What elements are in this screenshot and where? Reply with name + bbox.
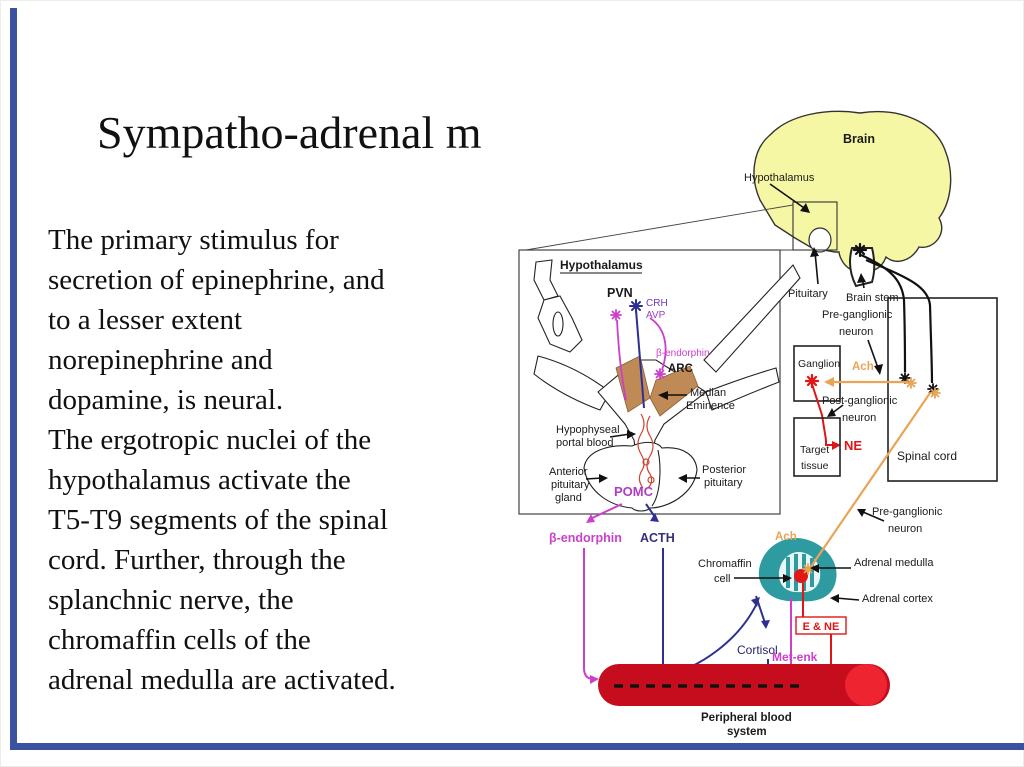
met-enk-label: Met-enk <box>772 650 818 664</box>
ganglion-synapse-star <box>804 373 820 389</box>
anterior-pituitary-arrow <box>585 474 608 483</box>
body-line: chromaffin cells of the <box>48 624 311 656</box>
body-line: adrenal medulla are activated. <box>48 664 396 696</box>
post-ganglionic-arrow <box>827 404 844 417</box>
sympatho-adrenal-diagram: Brain Hypothalamus Pituitary Brain stem … <box>518 110 998 738</box>
hypothalamus-pointer-arrow <box>769 183 810 213</box>
ach-upper-label: Ach <box>852 361 874 373</box>
pre-ganglionic-upper-label-1: Pre-ganglionic <box>822 309 893 321</box>
anterior-pituitary-label-3: gland <box>555 492 582 504</box>
brain-stem-label: Brain stem <box>846 292 899 304</box>
body-line: dopamine, is neural. <box>48 384 284 416</box>
anterior-pituitary-label-2: pituitary <box>551 479 590 491</box>
pre-ganglionic-lower-label-1: Pre-ganglionic <box>872 506 943 518</box>
body-line: The ergotropic nuclei of the <box>48 424 372 456</box>
brain-label: Brain <box>843 132 875 146</box>
adrenal-synapse-star <box>802 563 814 575</box>
posterior-pituitary-arrow <box>678 474 700 483</box>
post-ganglionic-red-line <box>811 383 841 450</box>
peripheral-blood-label-2: system <box>727 726 767 738</box>
spinal-cord-box <box>887 297 998 482</box>
pre-ganglionic-lower-label-2: neuron <box>888 523 922 535</box>
median-eminence-label-1: Median <box>690 387 726 399</box>
beta-endorphin-pathway <box>583 503 623 684</box>
arc-label: ARC <box>668 363 693 375</box>
post-ganglionic-label-2: neuron <box>842 412 876 424</box>
ne-label: NE <box>844 438 862 453</box>
body-text: The primary stimulus for secretion of ep… <box>48 220 518 700</box>
zoom-connector-line <box>519 204 794 252</box>
body-line: T5-T9 segments of the spinal <box>48 504 388 536</box>
median-eminence-label-2: Eminence <box>686 400 735 412</box>
chromaffin-arrow <box>734 574 792 583</box>
adrenal-medulla-arrow <box>810 564 851 573</box>
left-accent-bar <box>10 8 17 749</box>
body-line: cord. Further, through the <box>48 544 346 576</box>
chromaffin-label-1: Chromaffin <box>698 558 752 570</box>
pomc-label: POMC <box>614 484 654 499</box>
hypophyseal-label-2: portal blood <box>556 437 614 449</box>
chromaffin-label-2: cell <box>714 573 731 585</box>
peripheral-blood-vessel <box>598 664 890 706</box>
ganglion-label: Ganglion <box>798 358 840 370</box>
ach-lower-label: Ach <box>775 531 797 543</box>
pre-ganglionic-upper-label-2: neuron <box>839 326 873 338</box>
e-ne-label: E & NE <box>803 621 840 633</box>
brain-stem-synapse-star <box>852 242 868 258</box>
beta-endorphin-inset-label: β-endorphin <box>656 348 710 359</box>
post-ganglionic-label-1: Post-ganglionic <box>822 395 898 407</box>
inset-title: Hypothalamus <box>560 258 643 272</box>
crh-label: CRH <box>646 298 668 309</box>
ganglion-box <box>793 345 841 402</box>
median-eminence-arrow <box>658 391 687 400</box>
anterior-pituitary-label-1: Anterior <box>549 466 588 478</box>
beta-endorphin-label: β-endorphin <box>549 531 622 545</box>
body-line: splanchnic nerve, the <box>48 584 294 616</box>
hypophyseal-arrow <box>609 430 636 439</box>
target-tissue-box <box>793 417 841 477</box>
splanchnic-orange-line <box>805 392 931 575</box>
adrenal-medulla-label: Adrenal medulla <box>854 557 934 569</box>
ach-preganglionic-line <box>824 377 941 399</box>
body-line: to a lesser extent <box>48 304 243 336</box>
posterior-pituitary-label-2: pituitary <box>704 477 743 489</box>
bottom-accent-bar <box>10 743 1024 750</box>
body-line: norepinephrine and <box>48 344 273 376</box>
body-line: hypothalamus activate the <box>48 464 351 496</box>
pituitary-pointer-arrow <box>810 247 819 285</box>
posterior-pituitary-label-1: Posterior <box>702 464 746 476</box>
spinal-cord-label: Spinal cord <box>897 449 957 463</box>
beta-endorphin-projection-lines <box>610 309 667 401</box>
avp-label: AVP <box>646 310 666 321</box>
pre-ganglionic-axons <box>860 253 939 395</box>
pvn-label: PVN <box>607 286 633 300</box>
target-tissue-label-2: tissue <box>801 460 829 472</box>
pvn-projection-line <box>629 299 645 409</box>
pituitary-pointer-label: Pituitary <box>788 288 828 300</box>
pre-ganglionic-lower-arrow <box>857 509 885 522</box>
hypothalamus-pointer-label: Hypothalamus <box>744 172 815 184</box>
target-tissue-label-1: Target <box>800 444 829 456</box>
slide-title: Sympatho-adrenal m <box>97 107 482 158</box>
portal-vessel-squiggles <box>637 413 655 489</box>
peripheral-blood-label-1: Peripheral blood <box>701 712 792 724</box>
adrenal-cortex-label: Adrenal cortex <box>862 593 933 605</box>
acth-label: ACTH <box>640 531 675 545</box>
brain-stem-arrow <box>857 273 866 289</box>
pre-ganglionic-upper-arrow <box>867 339 883 375</box>
adrenal-cortex-arrow <box>830 594 860 603</box>
cortisol-label: Cortisol <box>737 643 778 657</box>
body-line: The primary stimulus for <box>48 224 339 256</box>
body-line: secretion of epinephrine, and <box>48 264 385 296</box>
hypophyseal-label-1: Hypophyseal <box>556 424 620 436</box>
